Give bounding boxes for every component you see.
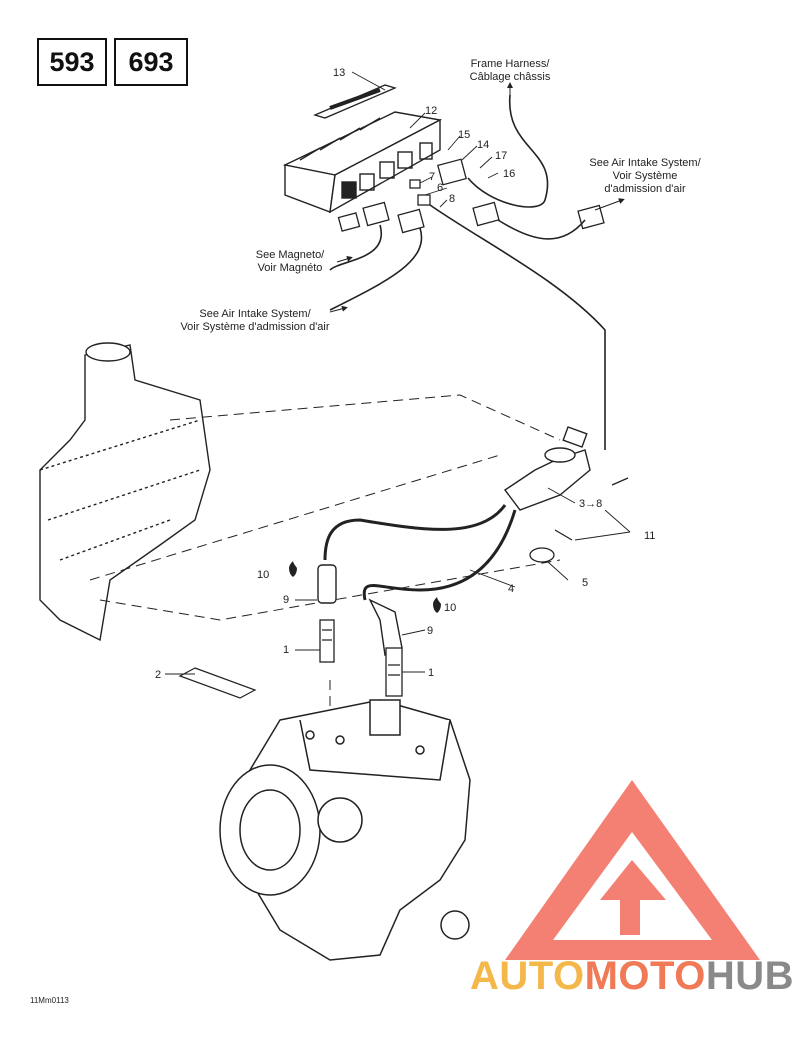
wiring-harness bbox=[329, 94, 606, 450]
part-1a: 1 bbox=[283, 644, 289, 656]
part-9b: 9 bbox=[427, 625, 433, 637]
frame-harness-label-en: Frame Harness/ bbox=[471, 58, 551, 70]
model-693-box: 693 bbox=[114, 38, 188, 86]
air-intake-right-line2: Voir Système bbox=[613, 170, 678, 182]
part-7: 7 bbox=[429, 171, 435, 183]
part-14: 14 bbox=[477, 139, 489, 151]
magneto-label-fr: Voir Magnéto bbox=[258, 262, 323, 274]
part-1b: 1 bbox=[428, 667, 434, 679]
part-13: 13 bbox=[333, 67, 345, 79]
part-16: 16 bbox=[503, 168, 515, 180]
loctite-drop-icons bbox=[289, 561, 441, 613]
watermark-hub: HUB bbox=[705, 954, 795, 998]
part-10b: 10 bbox=[444, 602, 456, 614]
watermark-moto: MOTO bbox=[584, 954, 706, 998]
air-intake-right-line3: d'admission d'air bbox=[604, 183, 686, 195]
ignition-coil bbox=[503, 426, 591, 511]
decal-strip bbox=[178, 667, 257, 699]
engine-block bbox=[219, 699, 471, 961]
air-intake-right-line1: See Air Intake System/ bbox=[589, 157, 701, 169]
part-2: 2 bbox=[155, 669, 161, 681]
watermark-auto: AUTO bbox=[470, 954, 585, 998]
air-intake-left-line2: Voir Système d'admission d'air bbox=[180, 321, 329, 333]
part-17: 17 bbox=[495, 150, 507, 162]
callout-arrows bbox=[329, 82, 625, 313]
connectors bbox=[337, 158, 605, 234]
diagram-code: 11Mm0113 bbox=[30, 996, 69, 1005]
small-hardware bbox=[529, 477, 629, 563]
part-10a: 10 bbox=[257, 569, 269, 581]
watermark-logo-icon bbox=[505, 780, 760, 960]
part-12: 12 bbox=[425, 105, 437, 117]
air-intake-left-line1: See Air Intake System/ bbox=[199, 308, 311, 320]
part-4: 4 bbox=[508, 583, 514, 595]
leader-lines bbox=[165, 71, 631, 675]
oil-tank bbox=[39, 342, 211, 642]
part-11: 11 bbox=[644, 530, 655, 542]
part-9a: 9 bbox=[283, 594, 289, 606]
part-15: 15 bbox=[458, 129, 470, 141]
model-593-box: 593 bbox=[37, 38, 107, 86]
part-6: 6 bbox=[437, 182, 443, 194]
part-8: 8 bbox=[449, 193, 455, 205]
part-3-8: 3→8 bbox=[579, 498, 602, 510]
frame-harness-label-fr: Câblage châssis bbox=[470, 71, 551, 83]
magneto-label-en: See Magneto/ bbox=[256, 249, 325, 261]
part-5: 5 bbox=[582, 577, 588, 589]
decal-label bbox=[313, 84, 397, 119]
watermark-text: AUTOMOTOHUB bbox=[470, 954, 794, 998]
spark-plug-wires bbox=[323, 504, 517, 601]
ecu-module bbox=[282, 111, 443, 214]
